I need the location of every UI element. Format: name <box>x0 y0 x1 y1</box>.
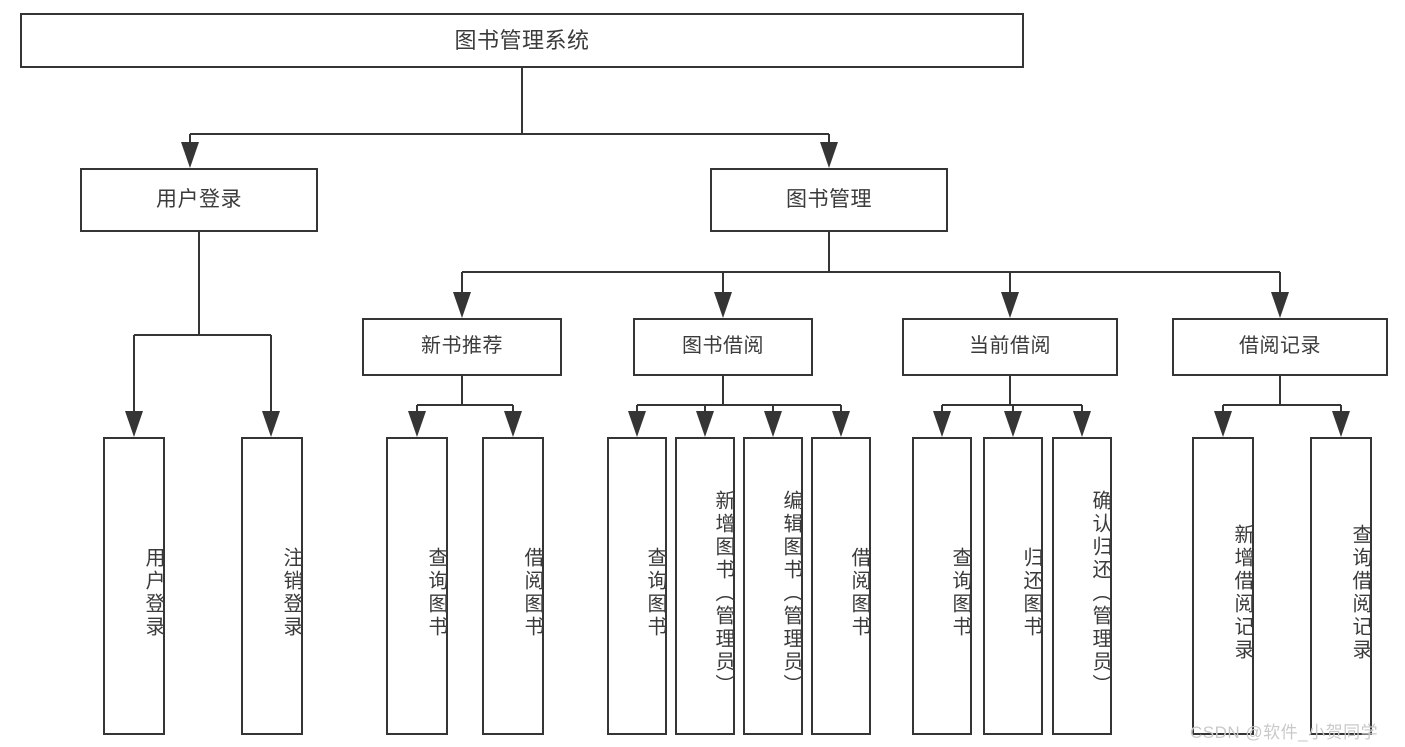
leaf-query-book-recommend[interactable]: 查询图书 <box>386 437 448 735</box>
leaf-user-logout[interactable]: 注销登录 <box>241 437 303 735</box>
node-label: 借阅图书 <box>848 547 870 639</box>
node-label: 用户登录 <box>142 547 164 639</box>
node-label: 查询借阅记录 <box>1349 524 1371 662</box>
node-label: 用户登录 <box>156 187 242 211</box>
node-label: 新增借阅记录 <box>1231 524 1253 662</box>
node-borrow-record[interactable]: 借阅记录 <box>1172 318 1388 376</box>
leaf-query-borrow-record[interactable]: 查询借阅记录 <box>1310 437 1372 735</box>
leaf-add-borrow-record[interactable]: 新增借阅记录 <box>1192 437 1254 735</box>
node-book-management-system[interactable]: 图书管理系统 <box>20 13 1024 68</box>
node-label: 当前借阅 <box>969 335 1051 358</box>
leaf-borrow-book[interactable]: 借阅图书 <box>811 437 871 735</box>
node-label: 新增图书（管理员） <box>712 489 734 697</box>
node-user-login[interactable]: 用户登录 <box>80 168 318 232</box>
leaf-borrow-book-recommend[interactable]: 借阅图书 <box>482 437 544 735</box>
leaf-query-book-current[interactable]: 查询图书 <box>912 437 972 735</box>
node-label: 归还图书 <box>1020 547 1042 639</box>
node-new-book-recommend[interactable]: 新书推荐 <box>362 318 562 376</box>
csdn-watermark: CSDN @软件_小贺同学 <box>1190 723 1379 742</box>
node-book-borrow[interactable]: 图书借阅 <box>633 318 813 376</box>
node-label: 借阅图书 <box>521 547 543 639</box>
node-label: 编辑图书（管理员） <box>780 489 802 697</box>
node-label: 借阅记录 <box>1239 335 1321 358</box>
leaf-query-book-borrow[interactable]: 查询图书 <box>607 437 667 735</box>
leaf-add-book-admin[interactable]: 新增图书（管理员） <box>675 437 735 735</box>
node-label: 查询图书 <box>644 547 666 639</box>
node-label: 图书借阅 <box>682 335 764 358</box>
leaf-user-login[interactable]: 用户登录 <box>103 437 165 735</box>
node-label: 确认归还（管理员） <box>1089 489 1111 697</box>
node-label: 查询图书 <box>949 547 971 639</box>
leaf-confirm-return-admin[interactable]: 确认归还（管理员） <box>1052 437 1112 735</box>
node-book-management[interactable]: 图书管理 <box>710 168 948 232</box>
node-label: 新书推荐 <box>421 335 503 358</box>
node-label: 图书管理系统 <box>454 27 590 53</box>
node-label: 图书管理 <box>786 187 872 211</box>
leaf-edit-book-admin[interactable]: 编辑图书（管理员） <box>743 437 803 735</box>
leaf-return-book[interactable]: 归还图书 <box>983 437 1043 735</box>
node-label: 查询图书 <box>425 547 447 639</box>
node-current-borrow[interactable]: 当前借阅 <box>902 318 1118 376</box>
node-label: 注销登录 <box>280 547 302 639</box>
